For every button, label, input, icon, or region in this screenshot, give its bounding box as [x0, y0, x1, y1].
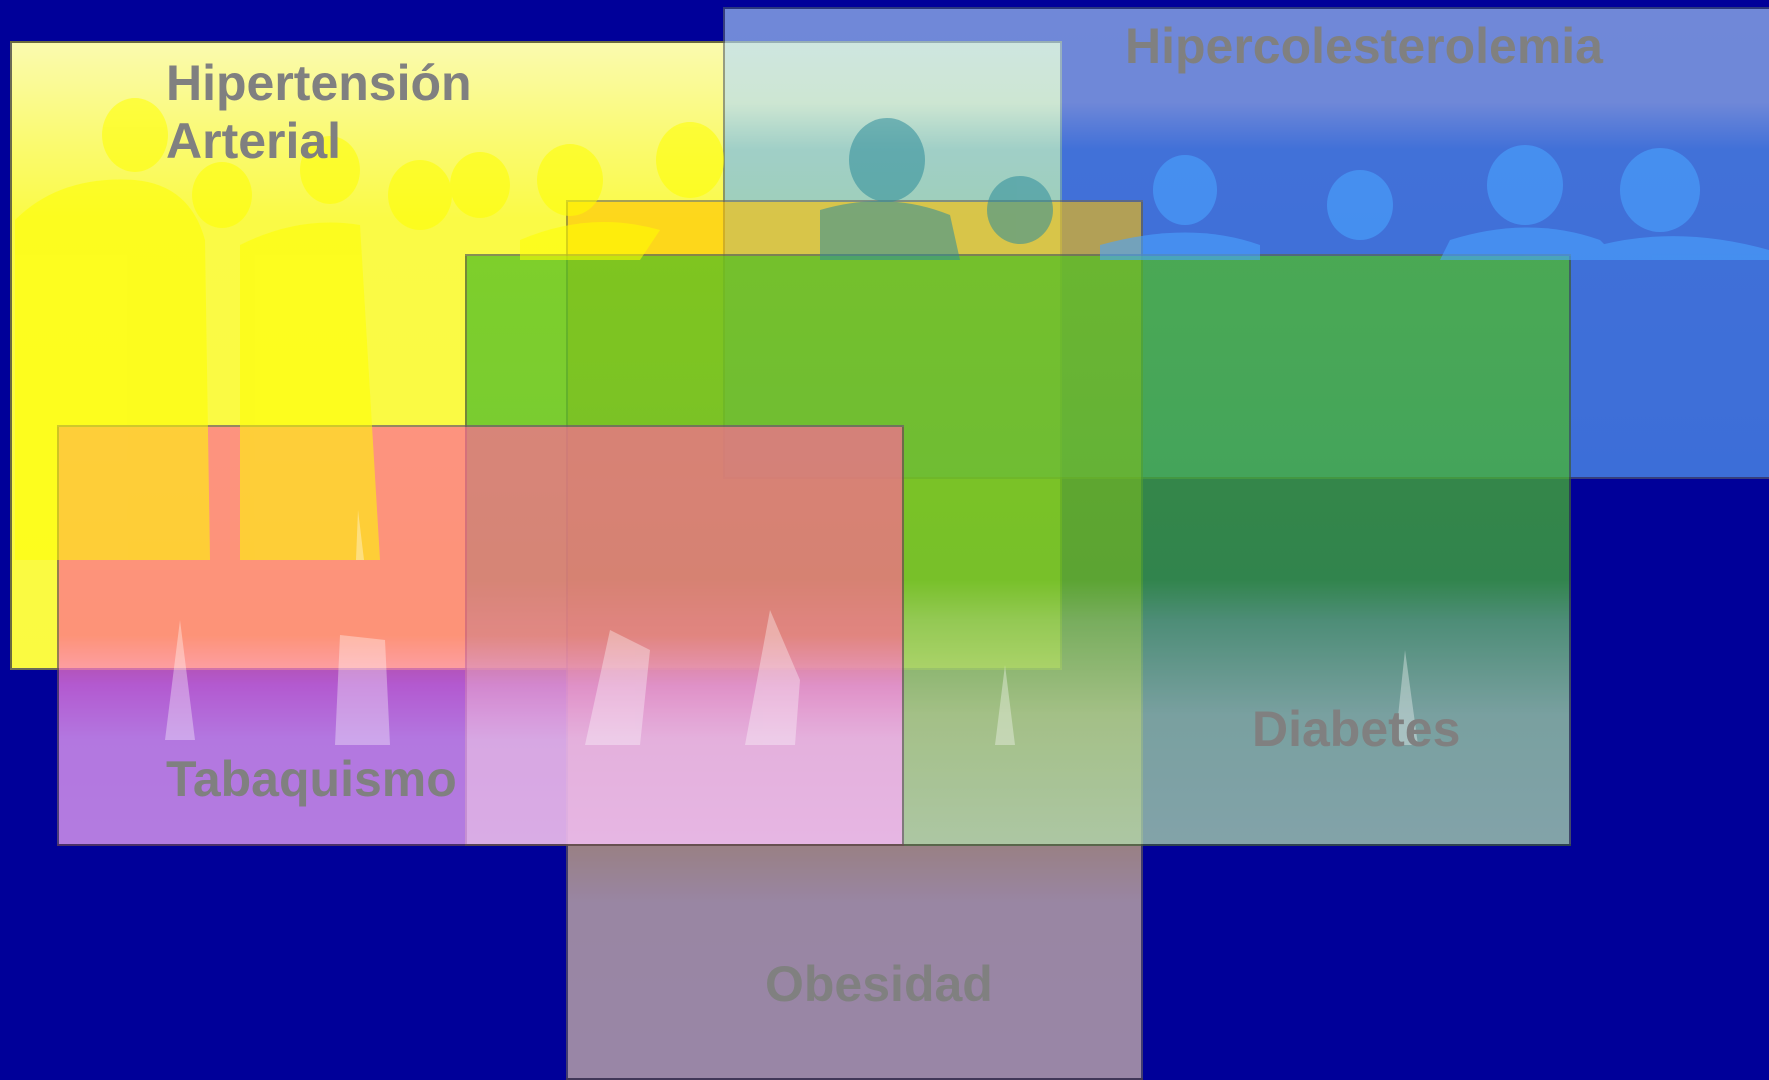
diabetes-label: Diabetes [1252, 701, 1461, 757]
hypercholesterolemia-label: Hipercolesterolemia [1125, 18, 1603, 74]
smoking-label: Tabaquismo [166, 751, 457, 807]
hypertension-label-line2: Arterial [166, 113, 342, 169]
obesity-label: Obesidad [765, 956, 993, 1012]
hypertension-label-line1: Hipertensión [166, 55, 472, 111]
